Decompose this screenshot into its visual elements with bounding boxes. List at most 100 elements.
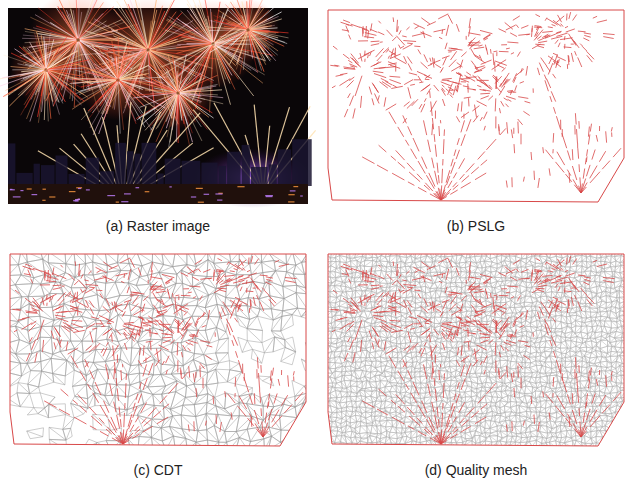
firework-spark bbox=[8, 71, 44, 96]
building bbox=[142, 143, 157, 186]
firework-spark bbox=[248, 0, 252, 28]
firework-spark bbox=[238, 18, 247, 29]
mesh-panel bbox=[8, 252, 316, 450]
building bbox=[56, 156, 68, 187]
firework-spark bbox=[119, 56, 128, 78]
firework-spark bbox=[178, 95, 180, 136]
fountain-streak bbox=[263, 130, 316, 193]
firework-spark bbox=[150, 50, 184, 58]
firework-spark bbox=[250, 30, 279, 33]
firework-spark bbox=[179, 69, 195, 92]
firework-spark bbox=[232, 32, 247, 58]
firework-spark bbox=[78, 0, 80, 38]
reflection bbox=[265, 195, 273, 196]
firework-spark bbox=[48, 60, 89, 70]
mesh-panel bbox=[326, 252, 626, 452]
firework-spark bbox=[0, 70, 44, 86]
firework-spark bbox=[173, 56, 178, 91]
firework-spark bbox=[178, 45, 211, 76]
reflection bbox=[86, 189, 90, 190]
firework-spark bbox=[119, 48, 152, 79]
firework-spark bbox=[249, 6, 276, 29]
firework-spark bbox=[101, 82, 117, 114]
firework-spark bbox=[37, 32, 46, 68]
firework-spark bbox=[47, 72, 53, 102]
firework-spark bbox=[94, 50, 117, 78]
building bbox=[134, 154, 140, 186]
firework-spark bbox=[27, 72, 46, 119]
building bbox=[201, 163, 217, 186]
firework-spark bbox=[48, 71, 88, 97]
firework-spark bbox=[15, 49, 45, 69]
firework-spark bbox=[38, 8, 77, 39]
building bbox=[278, 149, 292, 186]
firework-spark bbox=[149, 63, 177, 92]
firework-spark bbox=[30, 44, 45, 69]
reflection bbox=[69, 191, 76, 192]
reflection bbox=[136, 187, 140, 188]
firework-spark bbox=[120, 74, 147, 79]
firework-spark bbox=[249, 10, 269, 28]
reflection bbox=[121, 201, 128, 202]
reflection bbox=[32, 194, 38, 195]
firework-spark bbox=[176, 44, 211, 48]
building bbox=[41, 165, 55, 186]
firework-spark bbox=[149, 82, 177, 92]
building bbox=[165, 159, 181, 186]
firework-spark bbox=[141, 73, 176, 91]
firework-spark bbox=[120, 81, 154, 103]
reflection bbox=[43, 189, 46, 190]
firework-spark bbox=[90, 81, 117, 112]
firework-spark bbox=[92, 45, 117, 78]
firework-spark bbox=[214, 15, 247, 29]
reflection bbox=[75, 200, 79, 201]
firework-spark bbox=[25, 31, 76, 39]
building bbox=[227, 152, 241, 186]
firework-spark bbox=[29, 42, 45, 68]
firework-spark bbox=[44, 37, 46, 68]
reflection bbox=[10, 189, 12, 190]
firework-spark bbox=[120, 69, 151, 79]
firework-spark bbox=[48, 70, 93, 83]
firework-spark bbox=[179, 94, 207, 129]
firework-spark bbox=[137, 94, 176, 120]
firework-spark bbox=[214, 46, 226, 80]
reflection bbox=[300, 195, 303, 196]
panel-caption: (c) CDT bbox=[134, 461, 183, 479]
domain-boundary bbox=[328, 254, 624, 446]
domain-boundary bbox=[10, 254, 306, 446]
pslg-segments bbox=[330, 12, 621, 200]
firework-spark bbox=[250, 31, 278, 55]
water bbox=[8, 184, 308, 204]
firework-spark bbox=[58, 6, 77, 38]
reflection bbox=[78, 188, 81, 189]
firework-spark bbox=[50, 40, 76, 48]
building bbox=[269, 164, 277, 186]
firework-spark bbox=[2, 70, 44, 78]
firework-spark bbox=[250, 31, 267, 41]
reflection bbox=[107, 195, 115, 196]
firework-spark bbox=[179, 75, 194, 91]
firework-spark bbox=[100, 50, 146, 51]
reflection bbox=[293, 186, 298, 187]
reflection bbox=[13, 196, 21, 197]
firework-spark bbox=[250, 26, 272, 30]
firework-spark bbox=[118, 82, 123, 130]
firework-spark bbox=[79, 6, 114, 38]
panel-caption: (a) Raster image bbox=[106, 217, 210, 235]
firework-spark bbox=[248, 0, 250, 28]
reflection bbox=[266, 196, 273, 197]
firework-spark bbox=[79, 23, 100, 39]
firework-spark bbox=[105, 52, 117, 78]
firework-spark bbox=[236, 32, 247, 70]
reflection bbox=[237, 186, 244, 187]
reflection bbox=[217, 200, 222, 201]
firework-spark bbox=[228, 9, 247, 28]
firework-spark bbox=[120, 75, 143, 80]
firework-spark bbox=[9, 71, 45, 95]
firework-spark bbox=[156, 44, 211, 50]
firework-spark bbox=[172, 25, 211, 43]
firework-spark bbox=[250, 31, 276, 61]
firework-spark bbox=[142, 20, 148, 48]
